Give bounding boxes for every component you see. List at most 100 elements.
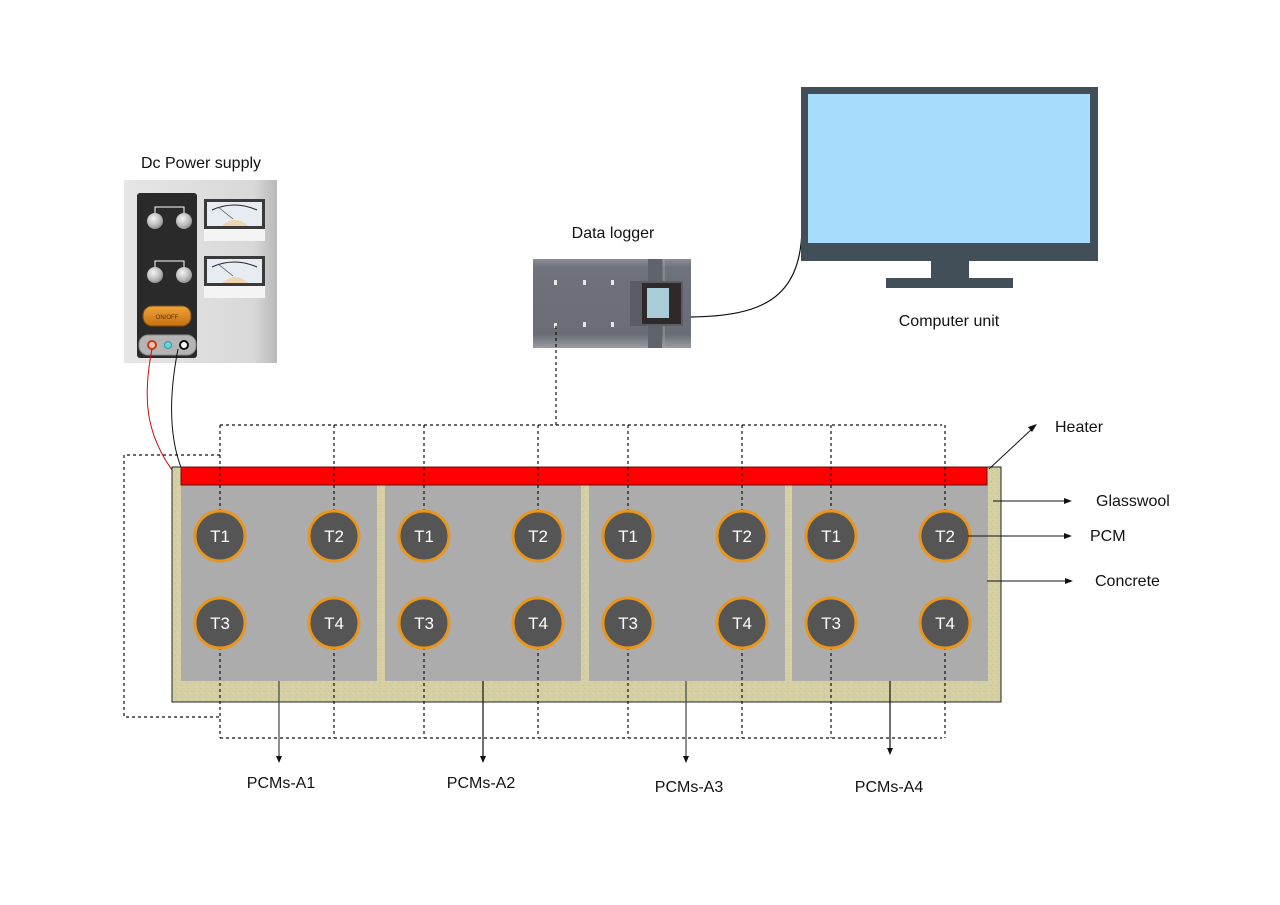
- channel-port-icon: [611, 322, 614, 327]
- sensor-label: T1: [414, 527, 434, 546]
- heater-arrow: [988, 427, 1034, 470]
- sensor-label: T2: [935, 527, 955, 546]
- sensor-t4: T4: [918, 596, 972, 650]
- pcm-arrowhead-icon: [1064, 533, 1072, 539]
- heater-strip: [180, 466, 988, 486]
- thermocouple-icon: [804, 596, 858, 650]
- usb-cable: [690, 229, 803, 318]
- sensor-t3: T3: [804, 596, 858, 650]
- negative-terminal-icon: [179, 340, 189, 350]
- heater-control-line: [123, 454, 220, 718]
- data-logger: Data logger: [533, 225, 691, 348]
- sensor-t3: T3: [601, 596, 655, 650]
- dc-power-supply: Dc Power supply ON/OFF: [124, 155, 277, 363]
- sensor-t1: T1: [804, 509, 858, 563]
- sensor-t4: T4: [307, 596, 361, 650]
- sensor-t2: T2: [307, 509, 361, 563]
- sensor-label: T4: [324, 614, 344, 633]
- concrete-arrowhead-icon: [1065, 578, 1073, 584]
- positive-terminal-icon: [147, 340, 157, 350]
- sensor-label: T3: [618, 614, 638, 633]
- monitor-neck: [931, 261, 969, 278]
- computer-unit: Computer unit: [801, 87, 1098, 330]
- sensor-t2: T2: [511, 509, 565, 563]
- thermocouple-icon: [601, 509, 655, 563]
- heater-arrowhead-icon: [1028, 424, 1037, 432]
- sensor-label: T3: [414, 614, 434, 633]
- sensor-label: T4: [528, 614, 548, 633]
- thermocouple-icon: [307, 509, 361, 563]
- sensor-t1: T1: [397, 509, 451, 563]
- channel-port-icon: [611, 280, 614, 285]
- logger-display-icon: [647, 288, 669, 318]
- sensor-label: T2: [528, 527, 548, 546]
- thermocouple-icon: [193, 596, 247, 650]
- sensor-label: T3: [210, 614, 230, 633]
- module-label: PCMs-A3: [655, 779, 724, 796]
- sensor-label: T3: [821, 614, 841, 633]
- sensor-t2: T2: [918, 509, 972, 563]
- data-logger-label: Data logger: [572, 225, 655, 242]
- thermocouple-icon: [193, 509, 247, 563]
- glasswool-arrowhead-icon: [1064, 498, 1072, 504]
- negative-wire: [171, 348, 183, 471]
- module-arrowhead-icon: [480, 756, 486, 763]
- thermocouple-icon: [397, 509, 451, 563]
- callouts: Heater Glasswool PCM Concrete: [968, 419, 1170, 590]
- module-arrowhead-icon: [276, 756, 282, 763]
- sensor-t4: T4: [715, 596, 769, 650]
- knob-icon[interactable]: [147, 213, 163, 229]
- monitor-screen: [808, 94, 1090, 243]
- thermocouple-icon: [715, 596, 769, 650]
- thermocouple-icon: [511, 596, 565, 650]
- module-labels: PCMs-A1 PCMs-A2 PCMs-A3 PCMs-A4: [247, 681, 924, 796]
- sensor-label: T1: [618, 527, 638, 546]
- module-label: PCMs-A4: [855, 779, 924, 796]
- channel-port-icon: [554, 280, 557, 285]
- module-arrowhead-icon: [683, 756, 689, 763]
- concrete-label: Concrete: [1095, 573, 1160, 590]
- sensor-t1: T1: [193, 509, 247, 563]
- meter-bottom: [204, 256, 265, 298]
- glasswool-label: Glasswool: [1096, 493, 1170, 510]
- thermocouple-icon: [804, 509, 858, 563]
- channel-port-icon: [554, 323, 557, 328]
- thermocouple-icon: [307, 596, 361, 650]
- sensor-label: T4: [935, 614, 955, 633]
- knob-icon[interactable]: [176, 267, 192, 283]
- power-supply-label: Dc Power supply: [141, 155, 261, 172]
- computer-label: Computer unit: [899, 313, 1000, 330]
- sensor-t2: T2: [715, 509, 769, 563]
- heater-label: Heater: [1055, 419, 1104, 436]
- module-label: PCMs-A2: [447, 775, 516, 792]
- power-on-off-button[interactable]: [142, 305, 192, 327]
- sensor-t1: T1: [601, 509, 655, 563]
- knob-icon[interactable]: [147, 267, 163, 283]
- module-label: PCMs-A1: [247, 775, 316, 792]
- pcm-label: PCM: [1090, 528, 1126, 545]
- sensor-t4: T4: [511, 596, 565, 650]
- sensor-t3: T3: [193, 596, 247, 650]
- thermocouple-icon: [511, 509, 565, 563]
- meter-top: [204, 199, 265, 241]
- sensor-label: T2: [324, 527, 344, 546]
- knob-icon[interactable]: [176, 213, 192, 229]
- thermocouple-icon: [601, 596, 655, 650]
- power-button-label: ON/OFF: [156, 315, 179, 321]
- thermocouple-icon: [715, 509, 769, 563]
- sensor-label: T4: [732, 614, 752, 633]
- indicator-light-icon: [164, 341, 172, 349]
- channel-port-icon: [583, 280, 586, 285]
- sensor-label: T2: [732, 527, 752, 546]
- channel-port-icon: [583, 322, 586, 327]
- sensor-label: T1: [210, 527, 230, 546]
- sensor-t3: T3: [397, 596, 451, 650]
- positive-wire: [146, 348, 184, 485]
- monitor-base: [886, 278, 1013, 288]
- sensor-label: T1: [821, 527, 841, 546]
- thermocouple-icon: [918, 596, 972, 650]
- thermocouple-icon: [397, 596, 451, 650]
- test-rig: [171, 466, 1002, 703]
